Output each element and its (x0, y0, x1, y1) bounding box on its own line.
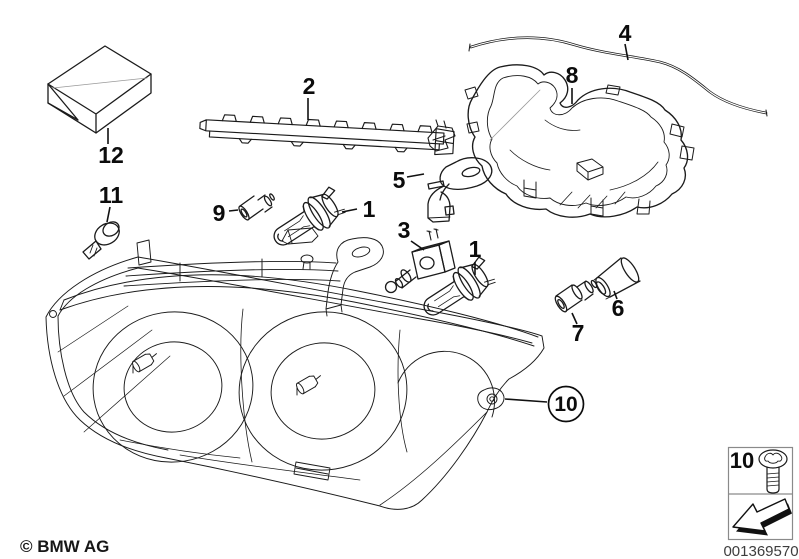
callout-label-10[interactable]: 10 (554, 393, 577, 416)
cable-drawing (468, 36, 768, 117)
callout-label-9[interactable]: 9 (213, 200, 226, 226)
cover-drawing (464, 64, 695, 218)
callout-10-circled[interactable]: 10 (547, 385, 585, 423)
leader-line-9 (228, 209, 239, 212)
callout-label-7[interactable]: 7 (572, 320, 585, 346)
legend-box: 10 (727, 446, 794, 541)
callout-label-1-right[interactable]: 1 (469, 236, 482, 262)
leader-line-6 (613, 290, 618, 300)
headlight-assembly-drawing (45, 227, 545, 510)
callout-label-2[interactable]: 2 (303, 73, 316, 99)
callout-label-4[interactable]: 4 (619, 20, 632, 46)
legend-item-number: 10 (730, 448, 754, 473)
callout-label-8[interactable]: 8 (566, 62, 579, 88)
h7-bulb-drawing-right (415, 253, 501, 327)
small-bulb-drawing (238, 193, 275, 221)
callout-label-12[interactable]: 12 (98, 142, 124, 168)
leader-lines (106, 43, 629, 403)
bulb-socket-drawing (593, 257, 641, 300)
direction-arrow-icon (732, 498, 792, 536)
document-number: 001369570 (723, 543, 798, 559)
callout-label-1-left[interactable]: 1 (363, 196, 376, 222)
callout-label-6[interactable]: 6 (612, 295, 625, 321)
small-clip-drawing (427, 119, 456, 152)
leader-line-10 (504, 398, 548, 403)
callout-label-5[interactable]: 5 (393, 167, 406, 193)
trim-strip-drawing (199, 114, 455, 156)
leader-line-5 (406, 173, 425, 178)
leader-line-4 (624, 43, 629, 61)
cap-box-drawing (47, 45, 152, 134)
callout-label-3[interactable]: 3 (398, 217, 411, 243)
copyright-text: © BMW AG (20, 537, 109, 556)
bracket-drawing (427, 157, 493, 223)
screw-icon (758, 449, 788, 494)
leader-line-3 (410, 240, 425, 251)
leader-line-7 (571, 312, 578, 325)
flange-screw-drawing (82, 221, 120, 260)
leader-line-11 (106, 206, 111, 223)
callout-label-11[interactable]: 11 (99, 182, 124, 208)
adjuster-drawing (384, 228, 456, 294)
indicator-bulb-drawing (554, 279, 598, 313)
leader-line-1-left (341, 208, 358, 213)
h7-bulb-drawing-left (265, 183, 351, 257)
